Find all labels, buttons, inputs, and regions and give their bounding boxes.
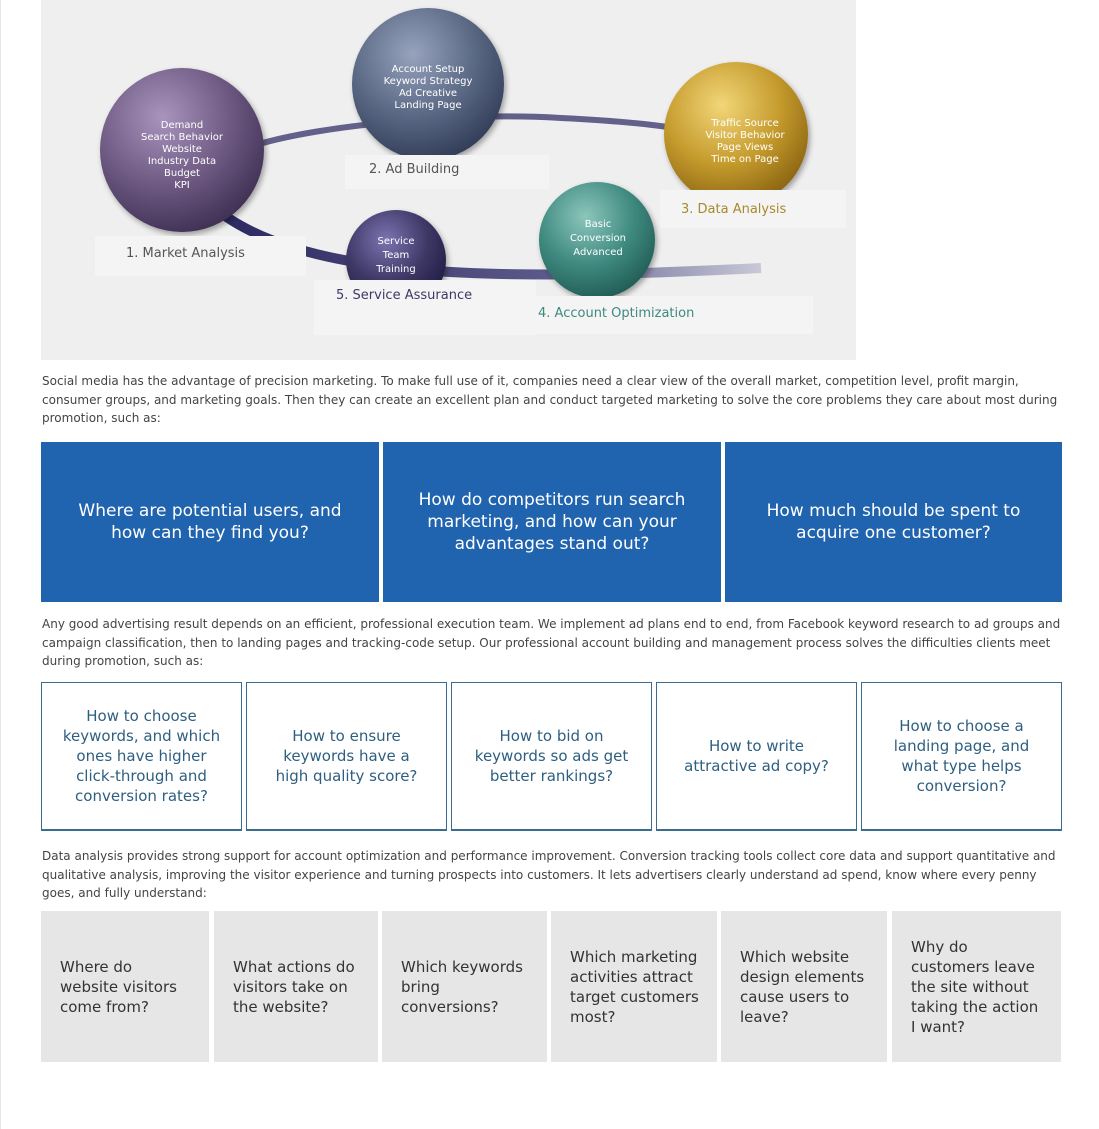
sphere-text-optimization: Basic Conversion Advanced xyxy=(548,218,648,260)
sphere-text-data-analysis: Traffic Source Visitor Behavior Page Vie… xyxy=(680,118,810,166)
sphere-item: KPI xyxy=(174,180,190,191)
sphere-item: Demand xyxy=(160,120,204,131)
page-left-border xyxy=(0,0,1,1129)
sphere-item: Traffic Source xyxy=(711,118,779,129)
analysis-question-text: Which keywords bring conversions? xyxy=(401,957,523,1016)
sphere-item: Training xyxy=(376,264,416,275)
building-question-card: How to bid on keywords so ads get better… xyxy=(451,682,652,831)
analysis-question-card: Which keywords bring conversions? xyxy=(382,911,547,1062)
sphere-item: Website xyxy=(162,144,202,155)
building-question-text: How to choose a landing page, and what t… xyxy=(893,717,1030,795)
sphere-item: Conversion xyxy=(569,233,627,244)
sphere-item: Service xyxy=(377,236,415,247)
sphere-item: Advanced xyxy=(573,247,623,258)
sphere-item: Account Setup xyxy=(391,64,465,75)
label-service-assurance: 5. Service Assurance xyxy=(314,280,536,335)
building-question-text: How to ensure keywords have a high quali… xyxy=(275,727,418,785)
process-diagram: Demand Search Behavior Website Industry … xyxy=(41,0,856,360)
market-question-text: How much should be spent to acquire one … xyxy=(766,501,1021,543)
analysis-question-card: Which website design elements cause user… xyxy=(721,911,887,1062)
label-account-optimization: 4. Account Optimization xyxy=(513,296,813,334)
analysis-question-text: What actions do visitors take on the web… xyxy=(233,957,355,1016)
analysis-question-card: Why do customers leave the site without … xyxy=(892,911,1061,1062)
market-question-card: How much should be spent to acquire one … xyxy=(725,442,1062,602)
intro-paragraph-building: Any good advertising result depends on a… xyxy=(42,617,1061,668)
sphere-item: Search Behavior xyxy=(141,132,223,143)
analysis-questions-row: Where do website visitors come from? Wha… xyxy=(41,911,1061,1062)
sphere-ad-building xyxy=(352,8,504,160)
sphere-item: Ad Creative xyxy=(398,88,458,99)
sphere-item: Visitor Behavior xyxy=(705,130,785,141)
building-question-card: How to choose keywords, and which ones h… xyxy=(41,682,242,831)
sphere-item: Page Views xyxy=(716,142,774,153)
label-ad-building: 2. Ad Building xyxy=(345,155,549,189)
market-question-text: How do competitors run search marketing,… xyxy=(418,490,686,554)
sphere-item: Basic xyxy=(584,219,612,230)
diagram-graphics xyxy=(100,8,808,310)
sphere-data-analysis xyxy=(664,62,808,206)
sphere-text-ad-building: Account Setup Keyword Strategy Ad Creati… xyxy=(363,64,493,112)
building-question-text: How to choose keywords, and which ones h… xyxy=(62,707,221,805)
building-question-card: How to ensure keywords have a high quali… xyxy=(246,682,447,831)
building-question-card: How to write attractive ad copy? xyxy=(656,682,857,831)
sphere-item: Landing Page xyxy=(394,100,462,111)
market-question-card: Where are potential users, and how can t… xyxy=(41,442,379,602)
market-question-card: How do competitors run search marketing,… xyxy=(383,442,721,602)
label-data-analysis: 3. Data Analysis xyxy=(660,190,846,228)
intro-paragraph-market: Social media has the advantage of precis… xyxy=(42,374,1058,425)
sphere-item: Keyword Strategy xyxy=(383,76,473,87)
sphere-item: Team xyxy=(382,250,410,261)
analysis-question-card: What actions do visitors take on the web… xyxy=(214,911,378,1062)
sphere-account-optimization xyxy=(539,182,655,298)
sphere-item: Time on Page xyxy=(711,154,779,165)
intro-paragraph-analysis: Data analysis provides strong support fo… xyxy=(42,849,1056,900)
building-questions-row: How to choose keywords, and which ones h… xyxy=(41,682,1062,831)
analysis-question-card: Where do website visitors come from? xyxy=(41,911,209,1062)
sphere-text-market: Demand Search Behavior Website Industry … xyxy=(117,120,247,192)
analysis-question-text: Where do website visitors come from? xyxy=(60,957,177,1016)
market-questions-row: Where are potential users, and how can t… xyxy=(41,442,1062,602)
analysis-question-text: Which website design elements cause user… xyxy=(740,947,865,1026)
analysis-question-text: Why do customers leave the site without … xyxy=(911,937,1039,1036)
sphere-market-analysis xyxy=(100,68,264,232)
sphere-item: Industry Data xyxy=(147,156,217,167)
building-question-text: How to write attractive ad copy? xyxy=(684,737,829,775)
analysis-question-card: Which marketing activities attract targe… xyxy=(551,911,717,1062)
building-question-text: How to bid on keywords so ads get better… xyxy=(474,727,629,785)
building-question-card: How to choose a landing page, and what t… xyxy=(861,682,1062,831)
market-question-text: Where are potential users, and how can t… xyxy=(78,501,342,543)
sphere-item: Budget xyxy=(164,168,200,179)
label-market-analysis: 1. Market Analysis xyxy=(95,236,306,276)
sphere-text-service: Service Team Training xyxy=(346,235,446,277)
analysis-question-text: Which marketing activities attract targe… xyxy=(570,947,699,1026)
